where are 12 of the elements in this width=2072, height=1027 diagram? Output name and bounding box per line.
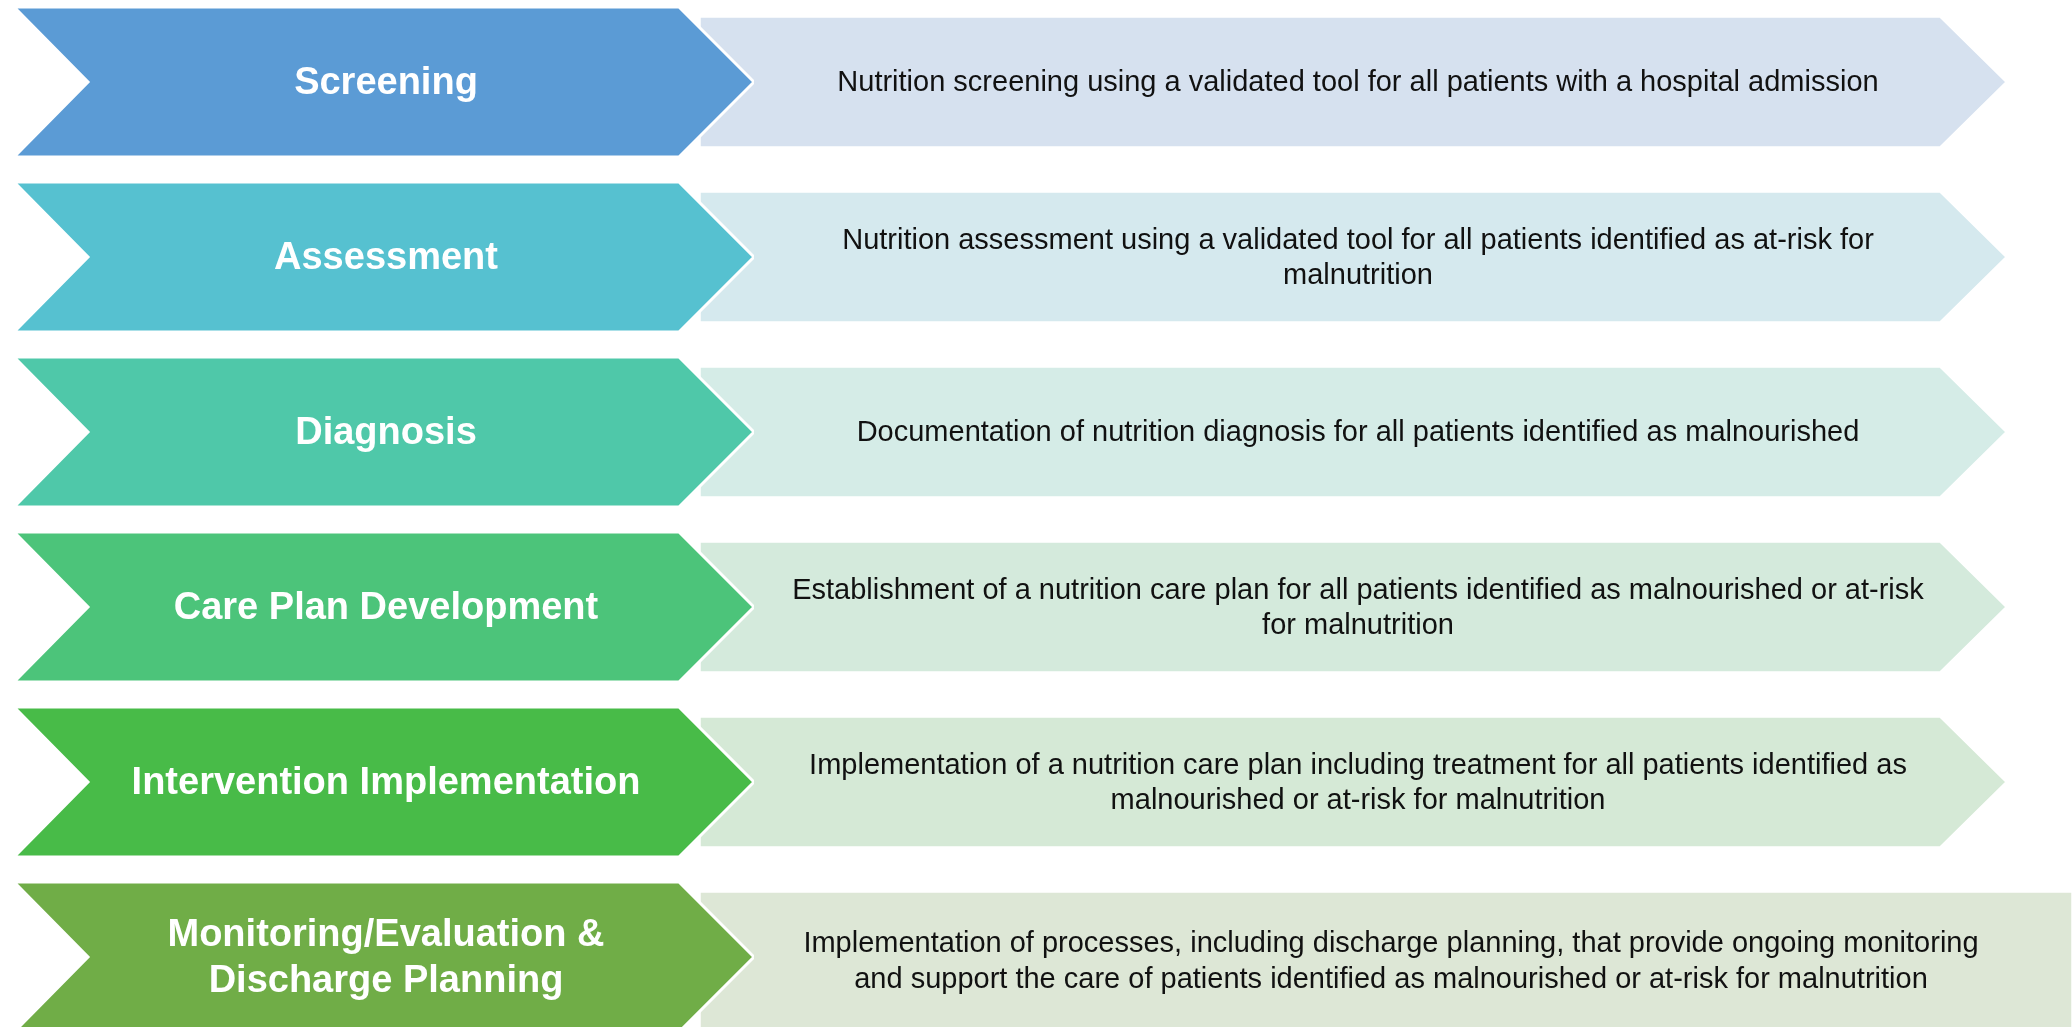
step-description: Establishment of a nutrition care plan for all patients identified as malnourished or at-risk for malnutrition bbox=[791, 571, 1925, 642]
step-title: Care Plan Development bbox=[173, 584, 599, 630]
step-description: Documentation of nutrition diagnosis for all patients identified as malnourished bbox=[856, 414, 1860, 450]
step-title: Diagnosis bbox=[295, 409, 477, 455]
step-description: Implementation of a nutrition care plan including treatment for all patients identified as malnourished or at-risk for malnutrition bbox=[808, 746, 1908, 817]
step-title: Monitoring/Evaluation & Discharge Planning bbox=[166, 911, 606, 1002]
step-description: Implementation of processes, including discharge planning, that provide ongoing monitoring and support the care of patients identified as malnourished or at-risk for malnutrition bbox=[802, 925, 1980, 996]
step-description: Nutrition screening using a validated tool for all patients with a hospital admission bbox=[837, 64, 1879, 100]
step-title: Assessment bbox=[274, 234, 498, 280]
step-description: Nutrition assessment using a validated tool for all patients identified as at-risk for malnutrition bbox=[841, 221, 1875, 292]
step-title: Intervention Implementation bbox=[131, 759, 641, 805]
step-title: Screening bbox=[294, 59, 478, 105]
